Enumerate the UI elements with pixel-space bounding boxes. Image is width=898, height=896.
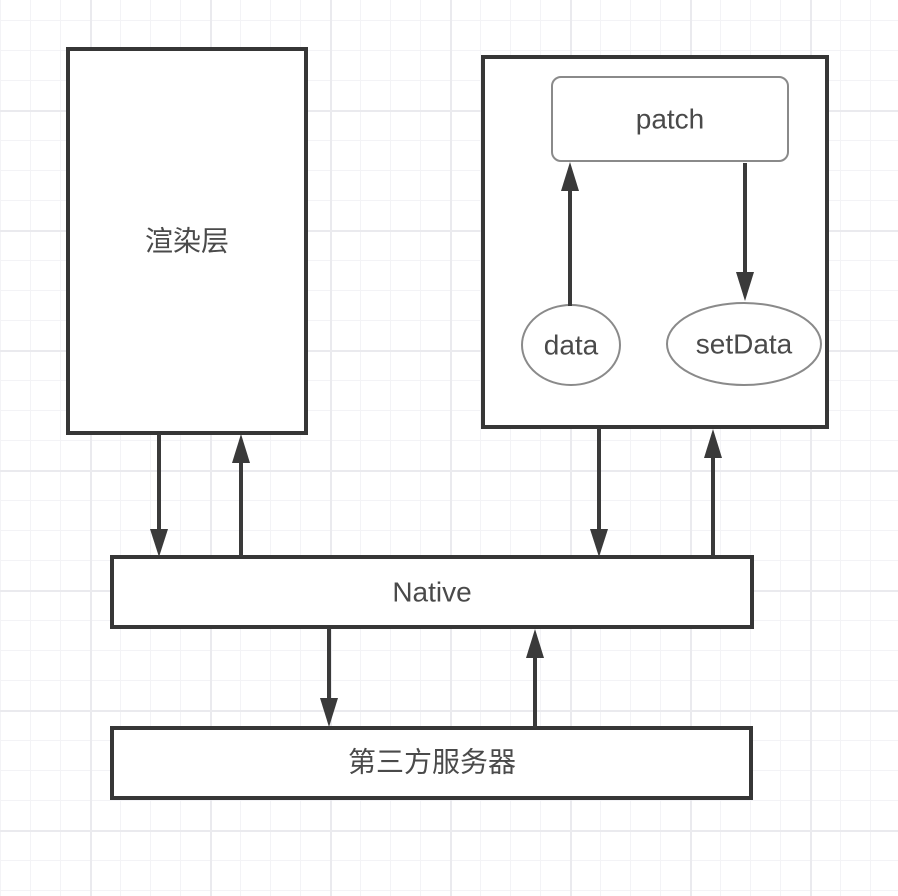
setdata-label: setData xyxy=(696,329,793,360)
arrow-patch-to-setdata xyxy=(736,163,754,301)
arrowhead-up-icon xyxy=(704,429,722,458)
data-label: data xyxy=(544,330,599,361)
render-layer-node: 渲染层 xyxy=(66,47,308,435)
third-party-server-box xyxy=(110,726,753,800)
arrowhead-down-icon xyxy=(590,529,608,557)
arrowhead-up-icon xyxy=(526,629,544,658)
arrowhead-down-icon xyxy=(736,272,754,301)
native-box xyxy=(110,555,754,629)
arrowhead-down-icon xyxy=(320,698,338,727)
third-party-server-label: 第三方服务器 xyxy=(348,747,516,778)
arrow-native-to-server xyxy=(320,628,338,727)
setdata-node: setData xyxy=(666,302,822,386)
arrow-native-to-renderlayer xyxy=(232,434,250,557)
patch-node: patch xyxy=(551,76,789,162)
arrowhead-up-icon xyxy=(232,434,250,463)
arrowhead-down-icon xyxy=(150,529,168,557)
arrow-logiccontainer-to-native xyxy=(590,428,608,557)
native-label: Native xyxy=(392,577,471,608)
data-node: data xyxy=(521,304,621,386)
render-layer-label: 渲染层 xyxy=(145,226,229,257)
arrow-renderlayer-to-native xyxy=(150,434,168,557)
arrow-server-to-native xyxy=(526,629,544,728)
native-node: Native xyxy=(110,555,754,629)
arrowhead-up-icon xyxy=(561,162,579,191)
setdata-ellipse xyxy=(666,302,822,386)
patch-label: patch xyxy=(636,104,705,135)
third-party-server-node: 第三方服务器 xyxy=(110,726,753,800)
render-layer-box xyxy=(66,47,308,435)
patch-box xyxy=(551,76,789,162)
arrow-native-to-logiccontainer xyxy=(704,429,722,557)
arrow-data-to-patch xyxy=(561,162,579,306)
